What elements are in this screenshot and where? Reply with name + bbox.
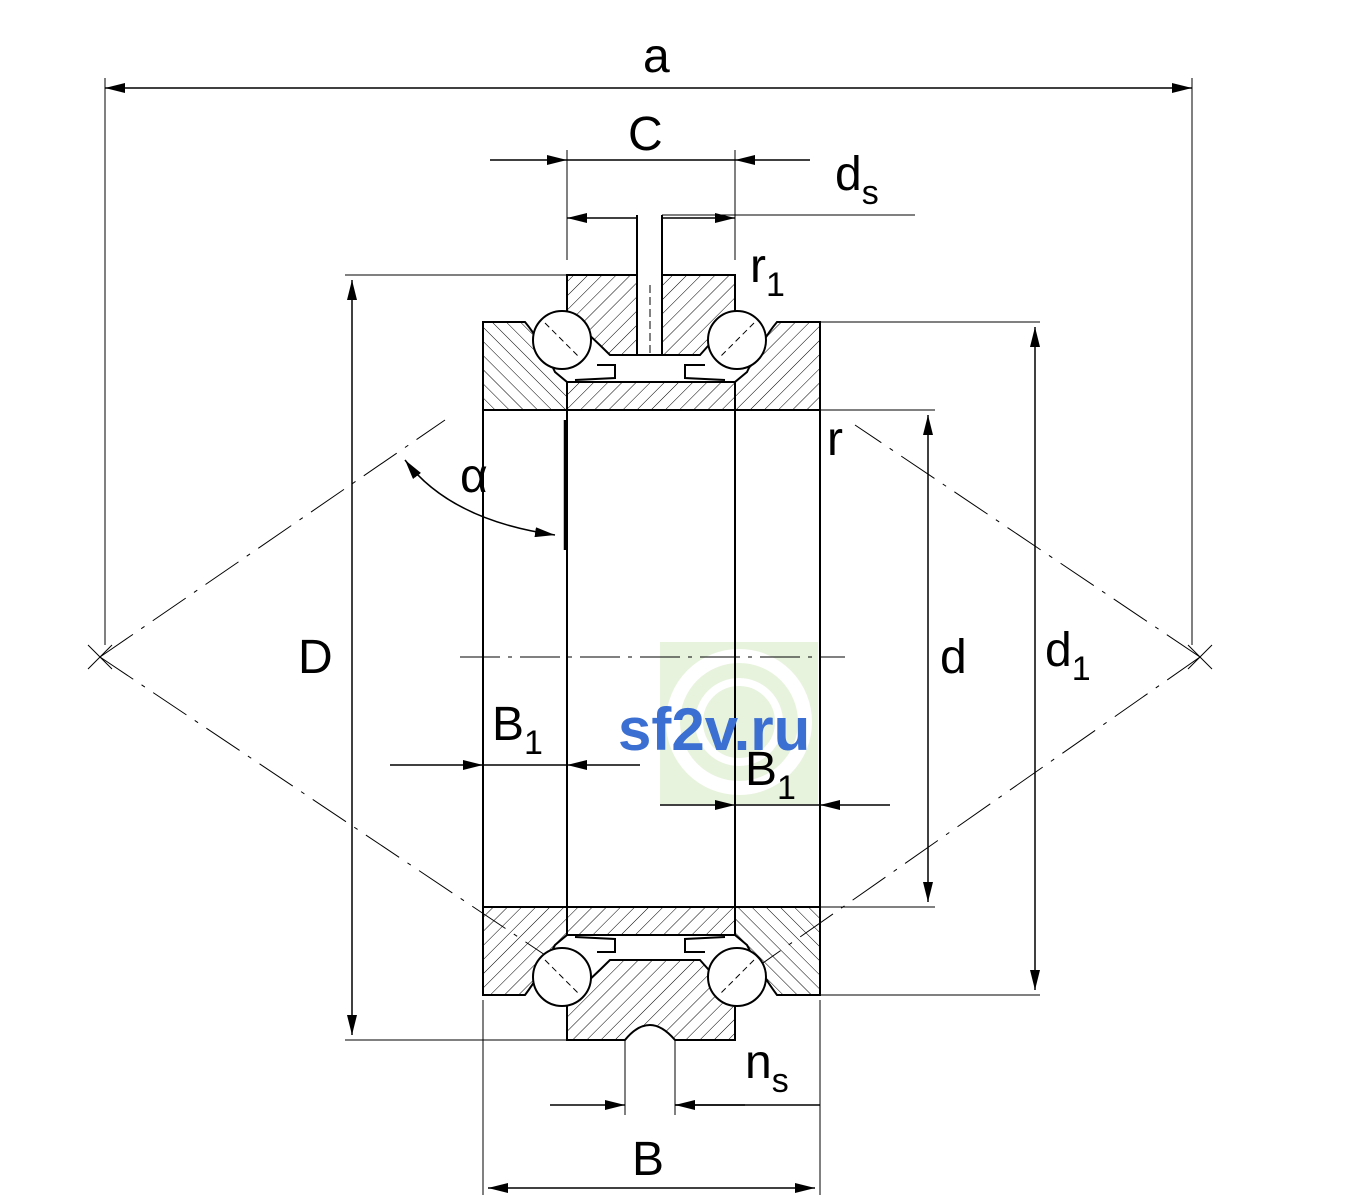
watermark-badge bbox=[660, 642, 818, 804]
label-ns: ns bbox=[745, 1036, 789, 1100]
label-r: r bbox=[827, 413, 843, 466]
label-r1: r1 bbox=[750, 240, 785, 304]
bearing-section bbox=[482, 215, 821, 1041]
bottom-housing-washer bbox=[566, 959, 736, 1041]
label-d: d bbox=[940, 631, 967, 684]
label-d1: d1 bbox=[1045, 624, 1091, 688]
dimension-lines bbox=[105, 83, 1192, 1193]
watermark-text: sf2v.ru bbox=[618, 696, 810, 763]
top-inner-sleeve bbox=[566, 381, 736, 411]
center-lines bbox=[87, 419, 1213, 966]
label-C: C bbox=[628, 108, 663, 161]
bottom-inner-sleeve bbox=[566, 906, 736, 936]
label-B1-right: B1 bbox=[745, 743, 796, 807]
extension-lines bbox=[104, 78, 1193, 1195]
pressure-line-lr bbox=[759, 656, 1201, 966]
label-ds: ds bbox=[835, 148, 879, 212]
label-a: a bbox=[643, 30, 670, 83]
pressure-line-ur bbox=[854, 424, 1201, 658]
labels: a C ds r1 r α D d d1 B1 B1 ns B bbox=[298, 30, 1091, 1186]
label-D: D bbox=[298, 631, 333, 684]
alpha-arc bbox=[404, 459, 556, 538]
pressure-line-ul bbox=[99, 419, 446, 658]
label-B1-left: B1 bbox=[492, 698, 543, 762]
label-B: B bbox=[632, 1133, 664, 1186]
label-alpha: α bbox=[460, 450, 488, 503]
watermark-bearing-icon bbox=[666, 649, 812, 795]
watermark bbox=[660, 642, 818, 804]
